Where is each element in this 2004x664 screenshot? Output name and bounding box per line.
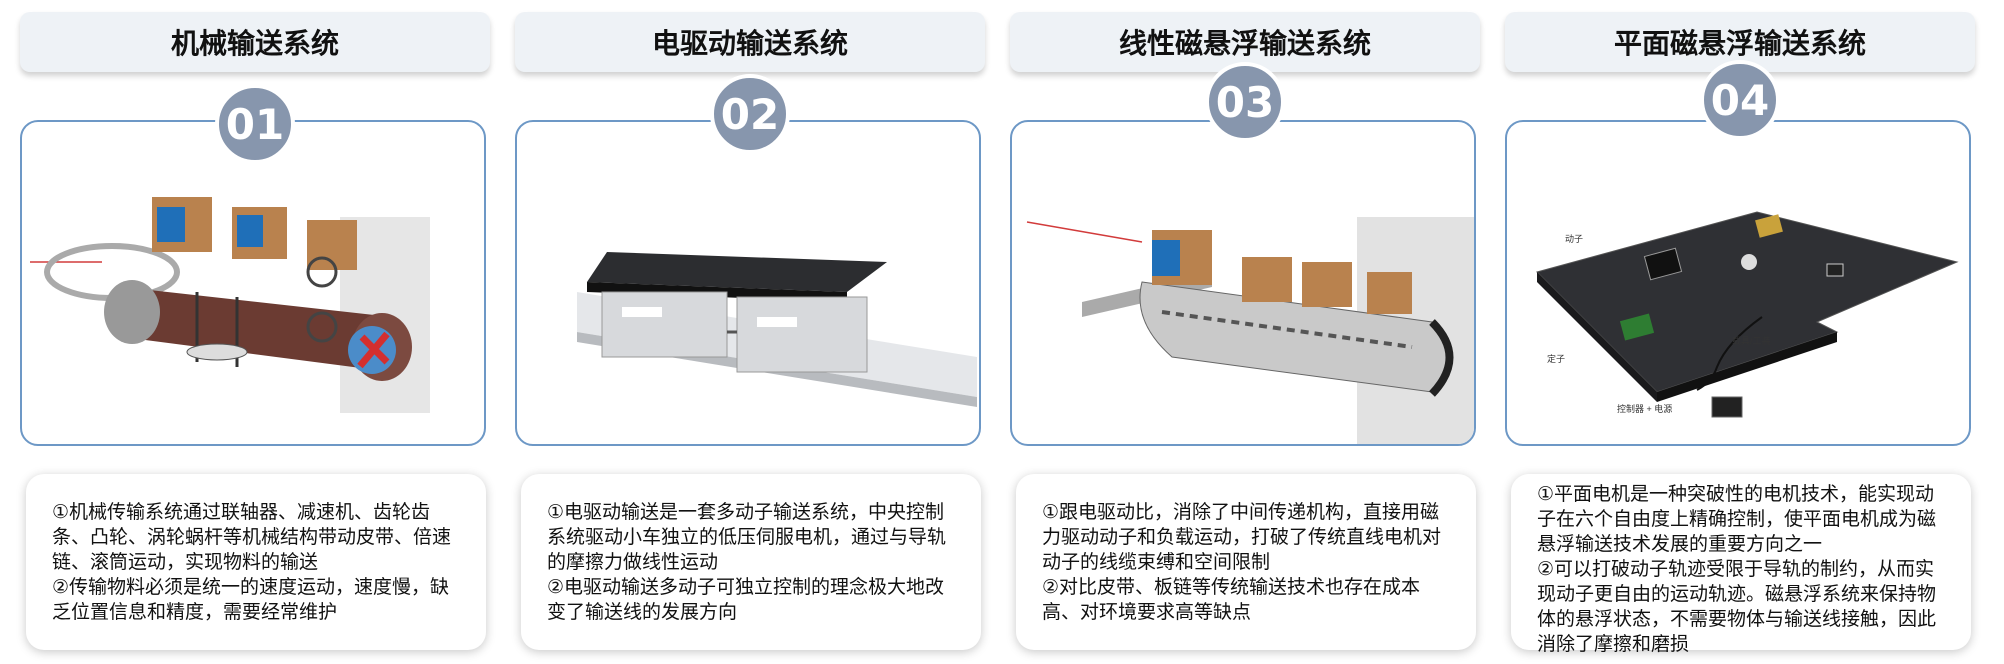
- panel-linear-maglev: 线性磁悬浮输送系统 03 ①跟电驱动比，消除了中间传递机构，直接用磁力驱动动子和…: [1010, 0, 1480, 664]
- panel-planar-maglev: 平面磁悬浮输送系统 动子 载具/工装 定子 控制器 + 电源 04 ①平面电机是…: [1505, 0, 1975, 664]
- step-number-badge: 04: [1700, 60, 1780, 140]
- step-number-badge: 01: [215, 84, 295, 164]
- description-point-2: ②对比皮带、板链等传统输送技术也存在成本高、对环境要求高等缺点: [1042, 576, 1421, 623]
- description-card: ①平面电机是一种突破性的电机技术，能实现动子在六个自由度上精确控制，使平面电机成…: [1511, 474, 1971, 655]
- label-stator: 定子: [1547, 353, 1565, 364]
- description-card: ①机械传输系统通过联轴器、减速机、齿轮齿条、凸轮、涡轮蜗杆等机械结构带动皮带、倍…: [26, 474, 486, 650]
- image-frame: 动子 载具/工装 定子 控制器 + 电源: [1505, 120, 1971, 446]
- step-number-badge: 02: [710, 74, 790, 154]
- label-fixture: 载具/工装: [1732, 335, 1771, 346]
- description-point-1: ①电驱动输送是一套多动子输送系统，中央控制系统驱动小车独立的低压伺服电机，通过与…: [547, 501, 947, 573]
- image-frame: [515, 120, 981, 446]
- panel-title: 机械输送系统: [20, 12, 490, 72]
- description-card: ①跟电驱动比，消除了中间传递机构，直接用磁力驱动动子和负载运动，打破了传统直线电…: [1016, 474, 1476, 650]
- electric-conveyor-illustration: [577, 252, 977, 407]
- description-point-1: ①跟电驱动比，消除了中间传递机构，直接用磁力驱动动子和负载运动，打破了传统直线电…: [1042, 501, 1442, 573]
- description-point-2: ②传输物料必须是统一的速度运动，速度慢，缺乏位置信息和精度，需要经常维护: [52, 576, 450, 623]
- image-frame: [1010, 120, 1476, 446]
- description-point-1: ①平面电机是一种突破性的电机技术，能实现动子在六个自由度上精确控制，使平面电机成…: [1537, 483, 1937, 555]
- label-mover: 动子: [1565, 234, 1583, 244]
- description-point-2: ②可以打破动子轨迹受限于导轨的制约，从而实现动子更自由的运动轨迹。磁悬浮系统来保…: [1537, 558, 1937, 655]
- description-point-1: ①机械传输系统通过联轴器、减速机、齿轮齿条、凸轮、涡轮蜗杆等机械结构带动皮带、倍…: [52, 501, 452, 573]
- planar-maglev-illustration: 动子 载具/工装 定子 控制器 + 电源: [1536, 211, 1959, 418]
- panel-electric: 电驱动输送系统 02 ①电驱动输送是一套多动子输送系统，中央控制系统驱动小车独立…: [515, 0, 985, 664]
- description-point-2: ②电驱动输送多动子可独立控制的理念极大地改变了输送线的发展方向: [547, 576, 945, 623]
- panel-title: 电驱动输送系统: [515, 12, 985, 72]
- label-controller: 控制器 + 电源: [1617, 403, 1672, 414]
- image-frame: [20, 120, 486, 446]
- mechanical-conveyor-illustration: [30, 197, 430, 413]
- step-number-badge: 03: [1205, 62, 1285, 142]
- description-card: ①电驱动输送是一套多动子输送系统，中央控制系统驱动小车独立的低压伺服电机，通过与…: [521, 474, 981, 650]
- panel-mechanical: 机械输送系统 01 ①机械传输系统通过联轴器、减速机、齿轮齿条、凸轮、涡轮蜗杆等…: [20, 0, 490, 664]
- linear-maglev-conveyor-illustration: [1026, 217, 1474, 444]
